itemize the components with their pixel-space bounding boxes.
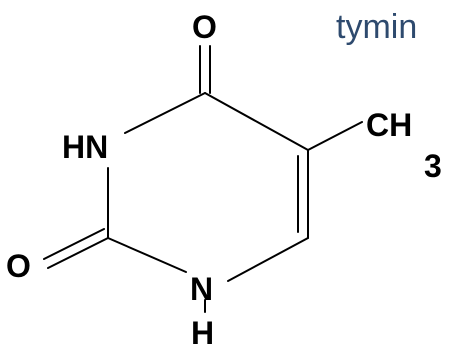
atom-ch-subscript: 3 — [424, 148, 442, 184]
atom-labels: O HN CH 3 O N H — [6, 9, 442, 351]
atom-h-bottom: H — [191, 315, 214, 351]
bond-c4-c5 — [204, 92, 309, 151]
bond-c2-o2-b — [43, 228, 105, 260]
atom-o-bottom: O — [6, 248, 31, 284]
molecule-name: tymin — [336, 8, 417, 46]
bond-c5-ch3 — [307, 121, 363, 151]
bonds — [43, 45, 363, 313]
atom-ch: CH — [366, 107, 412, 143]
atom-o-top: O — [192, 9, 217, 45]
bond-c2-o2-a — [47, 237, 109, 269]
atom-n-bottom: N — [190, 271, 213, 307]
atom-hn-left: HN — [62, 129, 108, 165]
bond-n1-c2 — [107, 237, 187, 273]
bond-c6-n1 — [227, 237, 309, 282]
bond-c4-n3 — [124, 92, 206, 134]
